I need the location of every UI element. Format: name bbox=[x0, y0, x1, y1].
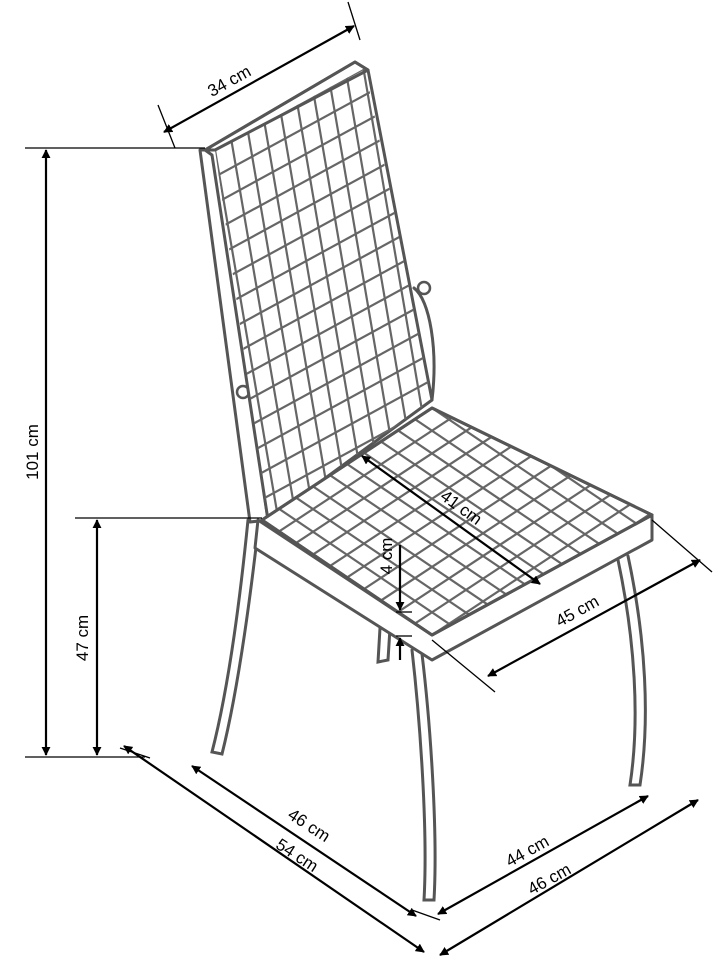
backrest-bolt-right bbox=[416, 280, 432, 296]
dim-line-seat-width bbox=[487, 559, 701, 677]
dim-line-depth-top bbox=[191, 765, 417, 917]
label-width-bottom: 46 cm bbox=[524, 860, 574, 899]
quilting-line bbox=[240, 384, 432, 512]
back-leg-left bbox=[210, 518, 260, 756]
label-total-height: 101 cm bbox=[23, 424, 42, 480]
dim-line-backrest-width bbox=[163, 25, 355, 133]
dim-line-width-bottom bbox=[439, 799, 699, 956]
dim-line-width-top bbox=[437, 795, 649, 915]
front-leg-left bbox=[410, 648, 437, 902]
label-seat-height: 47 cm bbox=[73, 615, 92, 661]
label-seat-thickness: 4 cm bbox=[377, 538, 396, 575]
label-seat-width: 45 cm bbox=[552, 592, 602, 631]
label-depth-bottom: 54 cm bbox=[272, 835, 321, 876]
backrest-frame-right bbox=[412, 286, 436, 402]
front-leg-right bbox=[616, 554, 647, 787]
dim-line-depth-bottom bbox=[123, 745, 425, 953]
dimension-lines bbox=[25, 1, 713, 956]
chair-illustration bbox=[198, 60, 654, 902]
